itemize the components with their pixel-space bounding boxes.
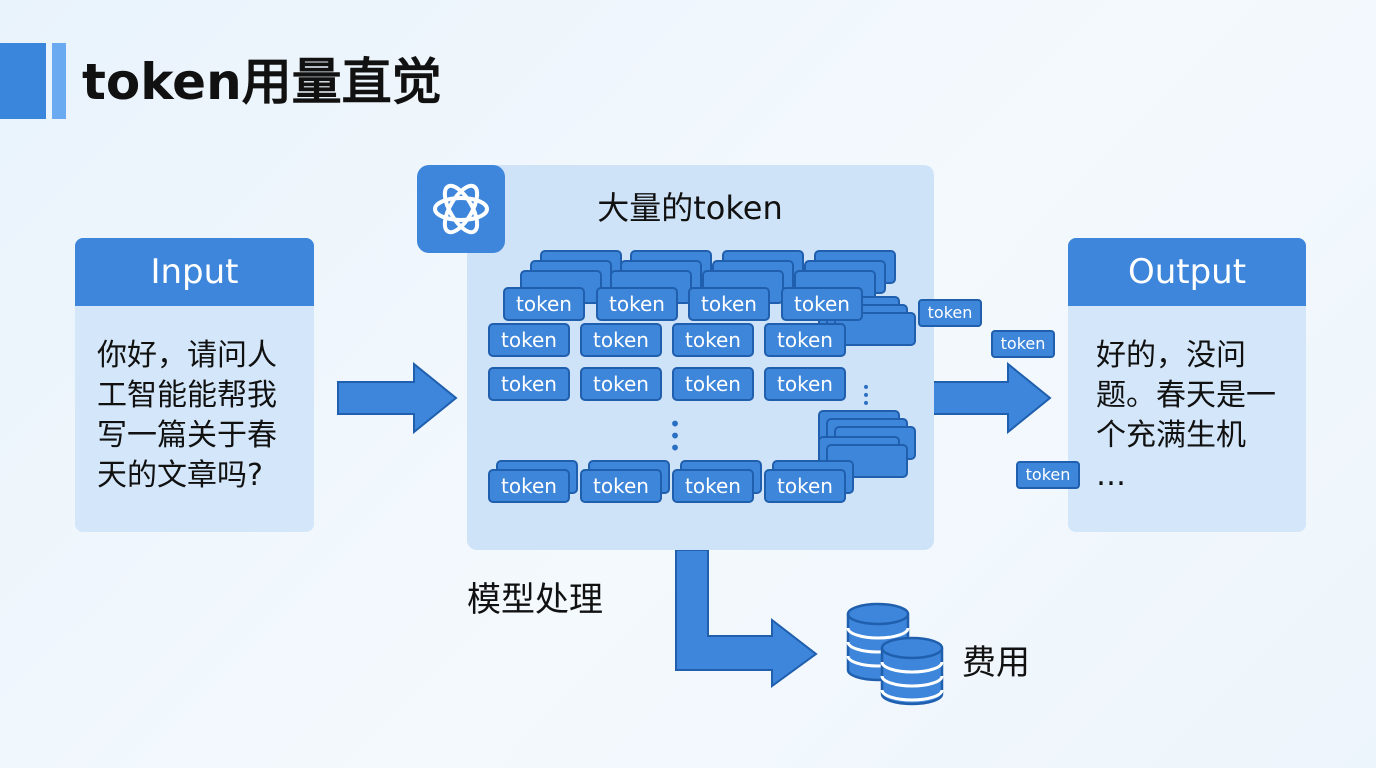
vertical-ellipsis-icon: •••	[669, 412, 681, 460]
model-to-output-arrow	[931, 362, 1052, 434]
token-chip: token	[488, 323, 570, 357]
token-chip: token	[503, 287, 585, 321]
token-chip: token	[672, 469, 754, 503]
output-card-header: Output	[1068, 238, 1306, 306]
output-token-chip: token	[918, 299, 982, 327]
token-chip: token	[488, 367, 570, 401]
token-chip: token	[764, 469, 846, 503]
openai-logo-icon	[417, 165, 505, 253]
token-chip: token	[688, 287, 770, 321]
input-card-header: Input	[75, 238, 314, 306]
token-chip: token	[580, 469, 662, 503]
cost-label: 费用	[962, 643, 1030, 683]
output-token-chip: token	[991, 330, 1055, 358]
model-to-cost-arrow	[675, 549, 818, 688]
token-chip: token	[596, 287, 678, 321]
input-card-text: 你好，请问人 工智能能帮我 写一篇关于春 天的文章吗?	[97, 338, 277, 493]
token-chip: token	[580, 323, 662, 357]
output-card: Output 好的，没问 题。春天是一 个充满生机 …	[1068, 238, 1306, 532]
token-chip: token	[672, 323, 754, 357]
page-title: token用量直觉	[82, 53, 442, 111]
input-card: Input 你好，请问人 工智能能帮我 写一篇关于春 天的文章吗?	[75, 238, 314, 532]
output-card-text: 好的，没问 题。春天是一 个充满生机 …	[1096, 338, 1276, 493]
token-chip: token	[764, 323, 846, 357]
title-accent-bar	[0, 43, 46, 119]
title-accent-bar-thin	[52, 43, 66, 119]
input-to-model-arrow	[337, 362, 458, 434]
token-chip: token	[488, 469, 570, 503]
coin-stack-icon	[846, 602, 944, 706]
token-chip: token	[580, 367, 662, 401]
model-process-label: 模型处理	[467, 580, 603, 620]
vertical-ellipsis-icon: •••	[861, 380, 871, 412]
output-token-chip: token	[1016, 461, 1080, 489]
token-chip: token	[781, 287, 863, 321]
model-panel-title: 大量的token	[597, 189, 783, 227]
token-chip: token	[672, 367, 754, 401]
token-chip: token	[764, 367, 846, 401]
